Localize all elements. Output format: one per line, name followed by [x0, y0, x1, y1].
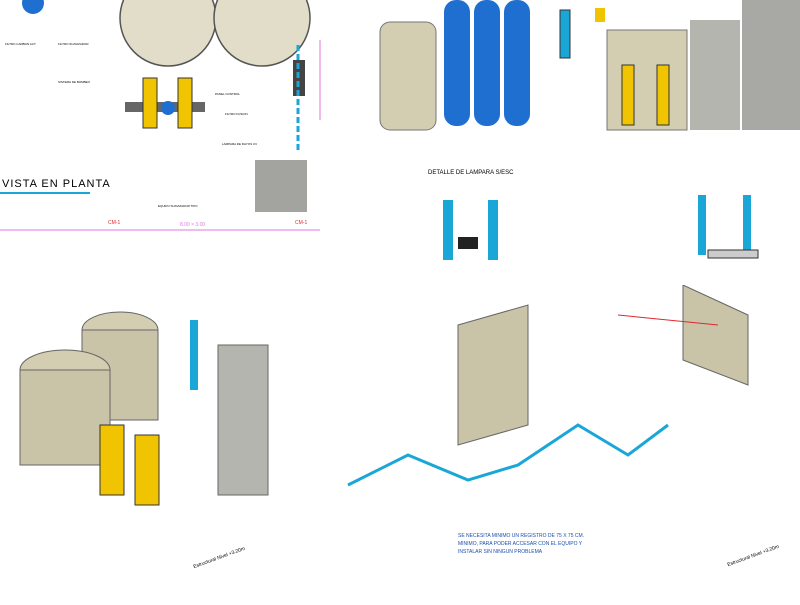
- iso-note-line-3: INSTALAR SIN NINGUN PROBLEMA: [458, 549, 543, 555]
- label-softener-type: EQUIPO SUAVIZADOR TIPO: [158, 204, 198, 208]
- label-panel: PANEL CONTROL: [215, 92, 241, 96]
- label-fusion: FILTRO FUSION: [225, 112, 248, 116]
- elevation-panel: [372, 0, 800, 135]
- pressure-tank: [22, 0, 44, 14]
- elev-pump-1: [621, 64, 635, 126]
- iso-note-line-2: MINIMO, PARA PODER ACCESAR CON EL EQUIPO…: [458, 541, 583, 547]
- lamp-detail-title: DETALLE DE LAMPARA S/ESC: [428, 170, 514, 176]
- iso-pump-2: [134, 434, 160, 506]
- lamp-base: [707, 249, 759, 259]
- elev-pump-2: [656, 64, 670, 126]
- filter-tank-1: [444, 0, 470, 126]
- label-carbon: FILTRO CARBON ACT.: [5, 42, 37, 46]
- side-wall: [742, 0, 800, 130]
- label-softener: FILTRO SUAVIZADOR: [58, 42, 89, 46]
- lamp-detail-pipe-3: [698, 195, 706, 255]
- isometric-left-panel: Estructural Nivel +3.20m: [0, 285, 318, 600]
- iso-pipe-route: [347, 423, 669, 487]
- lamp-unit: [458, 237, 478, 249]
- isometric-right-drawing: [347, 284, 749, 487]
- filter-tank-2: [474, 0, 500, 126]
- iso-note-line-1: SE NECESITA MINIMO UN REGISTRO DE 75 X 7…: [458, 533, 585, 539]
- tank-top-2: [213, 0, 311, 67]
- iso-panel: [217, 344, 269, 496]
- pump-1: [142, 77, 158, 129]
- elevation-drawing: [379, 0, 800, 131]
- uv-housing: [559, 9, 571, 59]
- electrical-panel: [690, 20, 740, 130]
- brine-tank: [379, 21, 437, 131]
- iso-pipe: [190, 320, 198, 390]
- tank-top-1: [119, 0, 217, 67]
- lamp-pipe-1: [443, 200, 453, 260]
- lamp-detail-drawing: [443, 195, 759, 260]
- control-box: [595, 8, 605, 22]
- storage-tank: [606, 29, 688, 131]
- lamp-detail-panel: DETALLE DE LAMPARA S/ESC: [388, 165, 788, 280]
- lamp-detail-pipe-4: [743, 195, 751, 255]
- plan-view-title: VISTA EN PLANTA: [2, 178, 111, 190]
- softener-plan: [255, 160, 307, 212]
- label-pump: SISTEMA DE BOMBEO: [58, 80, 91, 84]
- iso-tank-body-2: [19, 369, 111, 466]
- dimension-label: 8.00 × 3.00: [180, 222, 206, 228]
- axis-label-left: CM-1: [108, 220, 121, 226]
- axis-label-right: CM-1: [295, 220, 308, 226]
- iso-dim-red: [617, 314, 719, 326]
- iso-pump-1: [99, 424, 125, 496]
- isometric-left-drawing: [19, 311, 269, 506]
- label-uv: LAMPARA DE RAYOS UV: [222, 142, 258, 146]
- pump-tank: [161, 101, 175, 115]
- iso-right-panel-2: [682, 284, 749, 386]
- lamp-pipe-2: [488, 200, 498, 260]
- filter-tank-3: [504, 0, 530, 126]
- pump-2: [177, 77, 193, 129]
- plan-view-panel: VISTA EN PLANTA FILTRO CARBON ACT. FILTR…: [0, 0, 325, 248]
- plan-view-drawing: [0, 0, 321, 231]
- isometric-right-panel: SE NECESITA MINIMO UN REGISTRO DE 75 X 7…: [318, 284, 800, 600]
- iso-right-panel-1: [457, 304, 529, 446]
